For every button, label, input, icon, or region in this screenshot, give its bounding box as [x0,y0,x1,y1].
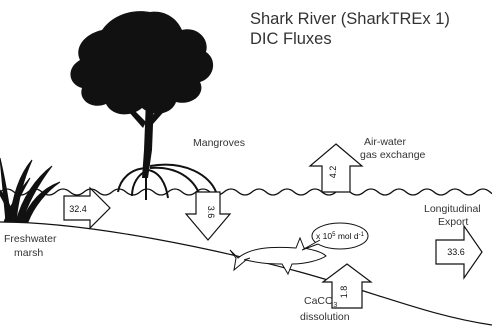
air-water-flux-arrow [308,143,364,193]
diagram-title-line1: Shark River (SharkTREx 1) [250,10,450,28]
mangrove-tree-icon [70,11,217,200]
longitudinal-export-arrow [435,224,483,280]
longitudinal-label-line1: Longitudinal [424,203,481,215]
caco3-label-line1: CaCO3 [304,295,337,309]
caco3-flux-arrow [321,263,373,309]
freshwater-label-line1: Freshwater [4,233,57,245]
unit-callout-tail [301,239,321,251]
freshwater-label-line2: marsh [14,247,43,259]
caco3-flux-value: 1.8 [339,286,349,299]
freshwater-flux-arrow [63,186,111,230]
mangroves-label: Mangroves [193,137,245,149]
channel-bottom-line [0,221,492,326]
marsh-grass-icon [0,157,61,223]
diagram-title-line2: DIC Fluxes [250,30,332,48]
freshwater-flux-value: 32.4 [69,204,87,214]
caco3-label-line2: dissolution [300,311,350,323]
mangrove-flux-value: 3.6 [206,206,216,219]
longitudinal-label-line2: Export [438,216,468,228]
unit-label: x 105 mol d-1 [316,231,365,241]
shark-icon [229,236,327,276]
water-surface-line [0,188,492,196]
air-water-flux-value: 4.2 [328,166,338,179]
air-water-label-line2: gas exchange [360,149,426,161]
unit-callout-bubble [311,222,369,250]
air-water-label-line1: Air-water [364,136,407,148]
mangrove-flux-arrow [184,191,232,241]
longitudinal-export-value: 33.6 [447,247,465,257]
